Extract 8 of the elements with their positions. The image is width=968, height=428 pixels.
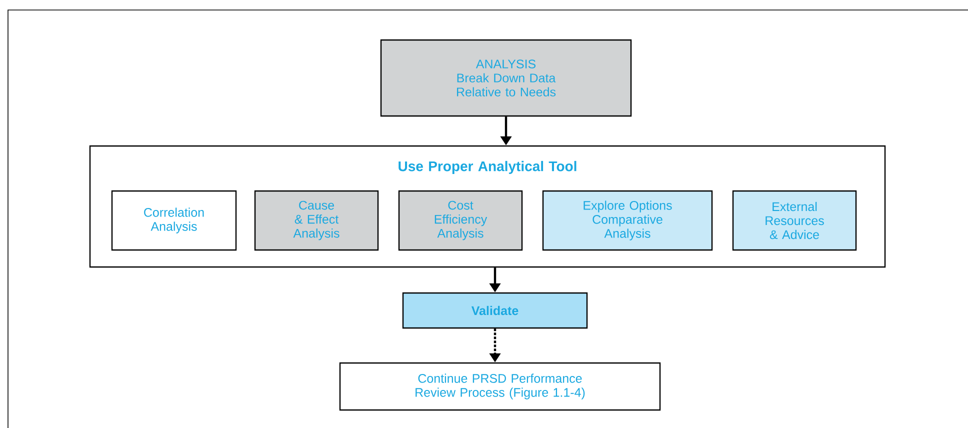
process-box: ANALYSIS Break Down Data Relative to Needs [380, 39, 632, 117]
tool-box: Explore Options Comparative Analysis [542, 190, 713, 251]
tool-box: External Resources & Advice [732, 190, 857, 251]
tool-box: Correlation Analysis [111, 190, 237, 251]
tool-box: Cause & Effect Analysis [254, 190, 379, 251]
process-box: Continue PRSD Performance Review Process (Figure 1.1-4) [339, 362, 661, 411]
process-box: Validate [402, 292, 588, 329]
tool-box: Cost Efficiency Analysis [398, 190, 523, 251]
